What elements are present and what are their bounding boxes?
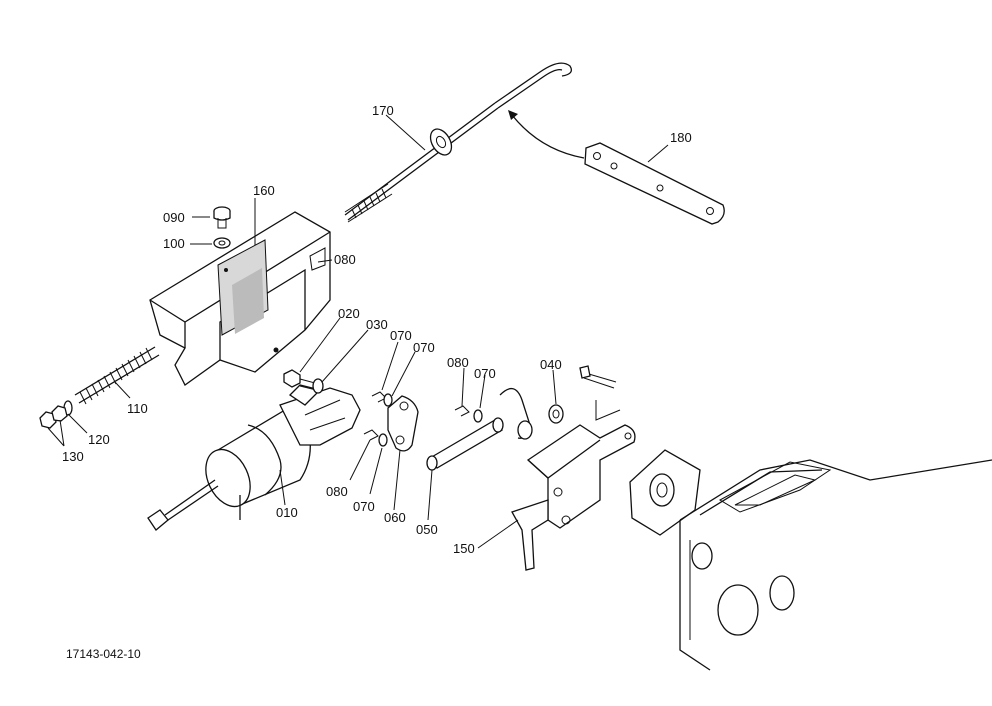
cover-090 bbox=[149, 211, 331, 386]
label-080c: 080 bbox=[326, 484, 348, 499]
label-150: 150 bbox=[453, 541, 475, 556]
label-100: 090 bbox=[163, 210, 185, 225]
leader-lines bbox=[47, 114, 669, 549]
label-030: 030 bbox=[366, 317, 388, 332]
lever-arm bbox=[499, 388, 533, 440]
bracket-150 bbox=[511, 400, 636, 571]
label-120: 110 bbox=[127, 401, 148, 416]
small-bolt bbox=[579, 365, 617, 389]
label-130: 120 bbox=[88, 432, 110, 447]
label-070c: 070 bbox=[353, 499, 375, 514]
label-140: 130 bbox=[62, 449, 84, 464]
label-020: 020 bbox=[338, 306, 360, 321]
clip-080b bbox=[363, 429, 379, 441]
figure-code: 17143-042-10 bbox=[66, 647, 141, 661]
part-labels: 170 180 160 090 100 080 020 030 070 070 … bbox=[62, 103, 692, 661]
bolt-020 bbox=[283, 369, 324, 394]
solenoid-010 bbox=[147, 384, 361, 531]
link-050 bbox=[426, 417, 504, 471]
lever-060 bbox=[387, 395, 419, 452]
plate-180 bbox=[508, 110, 725, 225]
label-160: 170 bbox=[372, 103, 394, 118]
label-080a: 070 bbox=[390, 328, 412, 343]
spring-120 bbox=[74, 346, 160, 405]
nuts-140 bbox=[39, 405, 68, 429]
engine-housing bbox=[629, 449, 992, 671]
washer-070c bbox=[473, 409, 483, 423]
label-040: 040 bbox=[540, 357, 562, 372]
label-080b: 080 bbox=[447, 355, 469, 370]
clip-080a bbox=[371, 391, 387, 403]
label-060: 060 bbox=[384, 510, 406, 525]
label-070a: 070 bbox=[413, 340, 435, 355]
label-090: 080 bbox=[334, 252, 356, 267]
label-010: 010 bbox=[276, 505, 298, 520]
washer-070a bbox=[383, 393, 393, 407]
bolt-100 bbox=[213, 206, 231, 249]
washer-070b bbox=[378, 433, 388, 447]
label-070b: 070 bbox=[474, 366, 496, 381]
label-050: 050 bbox=[416, 522, 438, 537]
label-180: 180 bbox=[670, 130, 692, 145]
label-110: 100 bbox=[163, 236, 185, 251]
label-170: 160 bbox=[253, 183, 275, 198]
collar-040 bbox=[548, 404, 564, 424]
clip-080c bbox=[454, 405, 470, 417]
rod-160 bbox=[344, 62, 573, 223]
